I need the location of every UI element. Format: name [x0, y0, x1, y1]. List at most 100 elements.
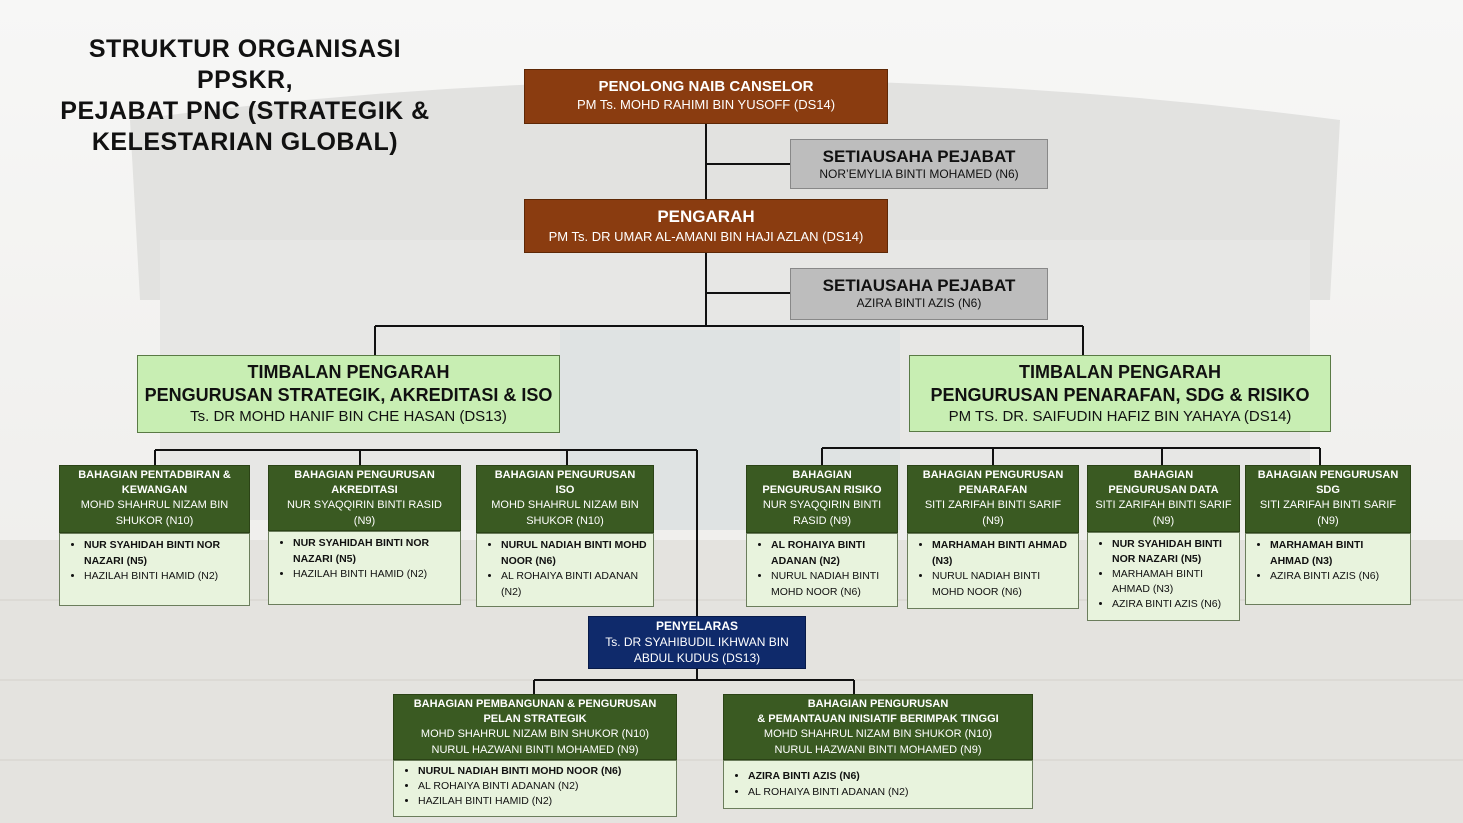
pengarah-name: PM Ts. DR UMAR AL-AMANI BIN HAJI AZLAN (… [548, 229, 864, 244]
list-item: MARHAMAH BINTI AHMAD (N3) [1112, 567, 1233, 597]
title-line-2: PEJABAT PNC (STRATEGIK & [60, 97, 430, 125]
division-head: SHUKOR (N10) [526, 514, 604, 527]
deputy-1-title: TIMBALAN PENGARAH [247, 362, 450, 382]
division-risk: BAHAGIAN PENGURUSAN RISIKO NUR SYAQQIRIN… [746, 465, 898, 533]
division-title: BAHAGIAN [1133, 469, 1194, 481]
division-head: MOHD SHAHRUL NIZAM BIN [80, 499, 229, 511]
division-head: (N9) [1152, 514, 1175, 527]
list-item: AZIRA BINTI AZIS (N6) [1112, 597, 1233, 612]
page-title: STRUKTUR ORGANISASI PPSKR, PEJABAT PNC (… [40, 34, 450, 158]
list-item: HAZILAH BINTI HAMID (N2) [84, 569, 243, 585]
division-title: AKREDITASI [331, 484, 398, 496]
division-title: BAHAGIAN PENGURUSAN [494, 469, 636, 481]
list-item: AZIRA BINTI AZIS (N6) [748, 769, 1026, 785]
title-line-1: STRUKTUR ORGANISASI PPSKR, [88, 35, 402, 94]
division-head: NUR SYAQQIRIN BINTI [762, 499, 882, 511]
division-head: SITI ZARIFAH BINTI SARIF [1095, 499, 1232, 511]
pnc-title: PENOLONG NAIB CANSELOR [598, 78, 814, 95]
division-title: SDG [1316, 484, 1340, 496]
division-strategic-plan: BAHAGIAN PEMBANGUNAN & PENGURUSAN PELAN … [393, 694, 677, 760]
division-head: MOHD SHAHRUL NIZAM BIN SHUKOR (N10) [420, 728, 650, 740]
division-data-staff: NUR SYAHIDAH BINTI NOR NAZARI (N5) MARHA… [1087, 532, 1240, 621]
division-accreditation-staff: NUR SYAHIDAH BINTI NOR NAZARI (N5) HAZIL… [268, 531, 461, 605]
list-item: NURUL NADIAH BINTI MOHD NOOR (N6) [501, 538, 647, 569]
division-iso: BAHAGIAN PENGURUSAN ISO MOHD SHAHRUL NIZ… [476, 465, 654, 533]
secretary-box-1: SETIAUSAHA PEJABAT NOR’EMYLIA BINTI MOHA… [790, 139, 1048, 189]
division-head: SITI ZARIFAH BINTI SARIF [924, 499, 1062, 511]
coordinator-title: PENYELARAS [655, 619, 738, 633]
list-item: NURUL NADIAH BINTI MOHD NOOR (N6) [771, 569, 891, 600]
division-strategic-plan-staff: NURUL NADIAH BINTI MOHD NOOR (N6) AL ROH… [393, 760, 677, 817]
list-item: HAZILAH BINTI HAMID (N2) [293, 567, 454, 583]
division-head: (N9) [353, 514, 376, 527]
deputy-2-title: TIMBALAN PENGARAH [1019, 362, 1221, 382]
list-item: NUR SYAHIDAH BINTI NOR NAZARI (N5) [1112, 537, 1233, 567]
division-high-impact: BAHAGIAN PENGURUSAN & PEMANTAUAN INISIAT… [723, 694, 1033, 760]
title-line-3: KELESTARIAN GLOBAL) [91, 128, 399, 156]
secretary-2-title: SETIAUSAHA PEJABAT [822, 276, 1016, 295]
pengarah-box: PENGARAH PM Ts. DR UMAR AL-AMANI BIN HAJ… [524, 199, 888, 253]
division-title: BAHAGIAN [792, 469, 852, 481]
division-title: KEWANGAN [121, 484, 188, 496]
division-head: MOHD SHAHRUL NIZAM BIN [491, 499, 639, 511]
division-title: BAHAGIAN PENGURUSAN [922, 469, 1064, 481]
division-admin-finance-staff: NUR SYAHIDAH BINTI NOR NAZARI (N5) HAZIL… [59, 533, 250, 606]
list-item: NURUL NADIAH BINTI MOHD NOOR (N6) [418, 764, 670, 779]
deputy-2-subtitle: PENGURUSAN PENARAFAN, SDG & RISIKO [930, 385, 1310, 405]
list-item: HAZILAH BINTI HAMID (N2) [418, 794, 670, 809]
secretary-1-name: NOR’EMYLIA BINTI MOHAMED (N6) [819, 167, 1019, 181]
list-item: AZIRA BINTI AZIS (N6) [1270, 569, 1404, 585]
division-title: PENGURUSAN DATA [1108, 484, 1219, 496]
division-ranking-staff: MARHAMAH BINTI AHMAD (N3) NURUL NADIAH B… [907, 533, 1079, 609]
division-head: NURUL HAZWANI BINTI MOHAMED (N9) [774, 743, 982, 756]
division-title: BAHAGIAN PENGURUSAN [807, 698, 949, 710]
list-item: AL ROHAIYA BINTI ADANAN (N2) [748, 785, 1026, 801]
deputy-2-name: PM TS. DR. SAIFUDIN HAFIZ BIN YAHAYA (DS… [948, 408, 1292, 425]
deputy-1-subtitle: PENGURUSAN STRATEGIK, AKREDITASI & ISO [144, 385, 553, 405]
division-risk-staff: AL ROHAIYA BINTI ADANAN (N2) NURUL NADIA… [746, 533, 898, 607]
list-item: AL ROHAIYA BINTI ADANAN (N2) [418, 779, 670, 794]
division-accreditation: BAHAGIAN PENGURUSAN AKREDITASI NUR SYAQQ… [268, 465, 461, 531]
division-head: (N9) [1317, 514, 1339, 527]
list-item: AL ROHAIYA BINTI ADANAN (N2) [501, 569, 647, 600]
division-title: PENARAFAN [958, 484, 1028, 496]
pengarah-title: PENGARAH [657, 207, 755, 226]
list-item: NUR SYAHIDAH BINTI NOR NAZARI (N5) [84, 538, 243, 569]
division-title: BAHAGIAN PENGURUSAN [1257, 469, 1399, 481]
division-head: SHUKOR (N10) [115, 514, 194, 527]
division-sdg-staff: MARHAMAH BINTI AHMAD (N3) AZIRA BINTI AZ… [1245, 533, 1411, 605]
division-high-impact-staff: AZIRA BINTI AZIS (N6) AL ROHAIYA BINTI A… [723, 760, 1033, 809]
division-admin-finance: BAHAGIAN PENTADBIRAN & KEWANGAN MOHD SHA… [59, 465, 250, 533]
division-head: SITI ZARIFAH BINTI SARIF [1259, 499, 1397, 511]
division-ranking: BAHAGIAN PENGURUSAN PENARAFAN SITI ZARIF… [907, 465, 1079, 533]
secretary-1-title: SETIAUSAHA PEJABAT [822, 147, 1016, 166]
coordinator-name: Ts. DR SYAHIBUDIL IKHWAN BIN [605, 635, 789, 649]
division-head: NURUL HAZWANI BINTI MOHAMED (N9) [431, 743, 639, 756]
division-title: BAHAGIAN PENTADBIRAN & [78, 469, 231, 481]
list-item: MARHAMAH BINTI AHMAD (N3) [932, 538, 1072, 569]
division-data: BAHAGIAN PENGURUSAN DATA SITI ZARIFAH BI… [1087, 465, 1240, 532]
secretary-2-name: AZIRA BINTI AZIS (N6) [856, 296, 982, 310]
division-head: NUR SYAQQIRIN BINTI RASID [286, 499, 443, 511]
secretary-box-2: SETIAUSAHA PEJABAT AZIRA BINTI AZIS (N6) [790, 268, 1048, 320]
deputy-1-name: Ts. DR MOHD HANIF BIN CHE HASAN (DS13) [190, 408, 507, 425]
division-title: BAHAGIAN PENGURUSAN [294, 469, 435, 481]
list-item: MARHAMAH BINTI AHMAD (N3) [1270, 538, 1404, 569]
division-head: MOHD SHAHRUL NIZAM BIN SHUKOR (N10) [763, 728, 993, 740]
division-title: PELAN STRATEGIK [483, 713, 587, 725]
division-iso-staff: NURUL NADIAH BINTI MOHD NOOR (N6) AL ROH… [476, 533, 654, 607]
division-title: PENGURUSAN RISIKO [762, 484, 882, 496]
division-head: (N9) [982, 514, 1004, 527]
division-title: BAHAGIAN PEMBANGUNAN & PENGURUSAN [413, 698, 657, 710]
coordinator-name: ABDUL KUDUS (DS13) [633, 651, 761, 665]
deputy-box-strategic: TIMBALAN PENGARAH PENGURUSAN STRATEGIK, … [137, 355, 560, 433]
pnc-box: PENOLONG NAIB CANSELOR PM Ts. MOHD RAHIM… [524, 69, 888, 124]
division-title: ISO [555, 484, 575, 496]
coordinator-box: PENYELARAS Ts. DR SYAHIBUDIL IKHWAN BIN … [588, 616, 806, 669]
division-sdg: BAHAGIAN PENGURUSAN SDG SITI ZARIFAH BIN… [1245, 465, 1411, 533]
list-item: NURUL NADIAH BINTI MOHD NOOR (N6) [932, 569, 1072, 600]
list-item: NUR SYAHIDAH BINTI NOR NAZARI (N5) [293, 536, 454, 567]
pnc-name: PM Ts. MOHD RAHIMI BIN YUSOFF (DS14) [576, 97, 836, 112]
division-head: RASID (N9) [792, 514, 852, 527]
